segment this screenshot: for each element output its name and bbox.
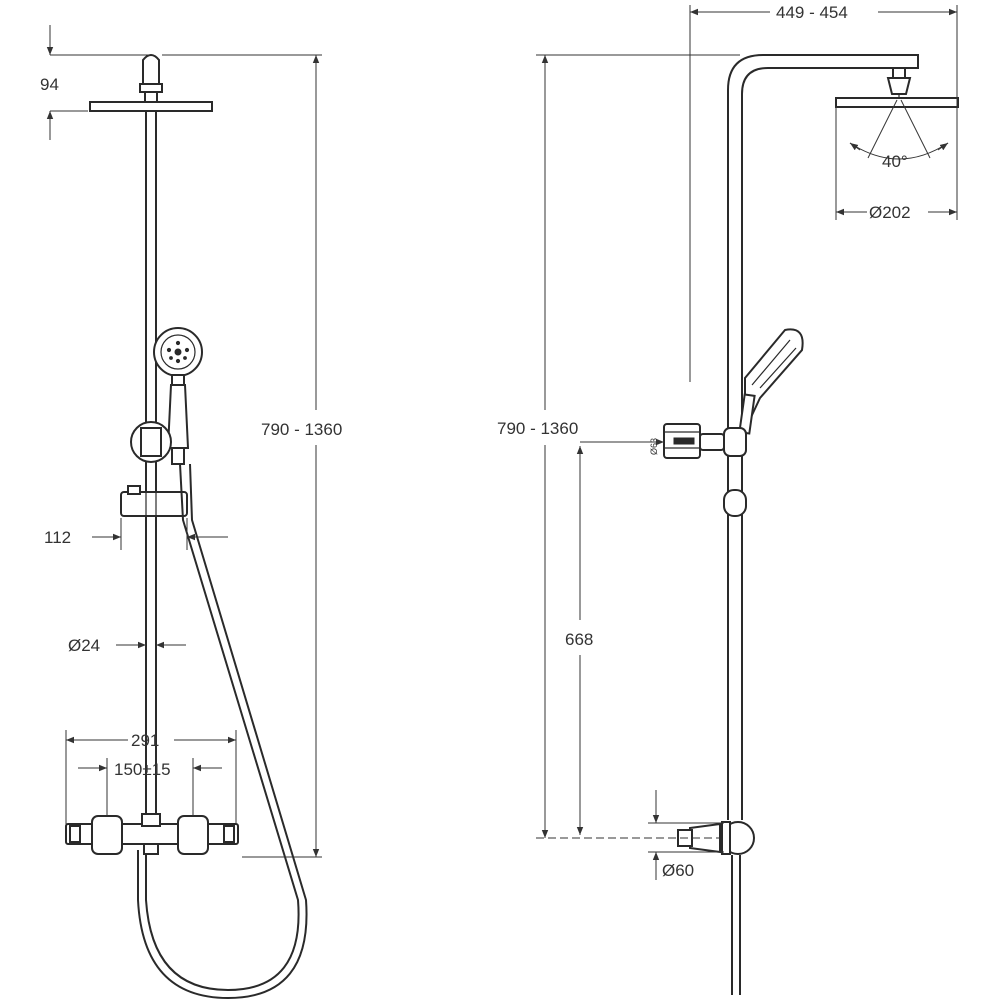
side-slider	[723, 489, 747, 517]
dim-holder-offset: 112	[44, 518, 228, 550]
dim-inlet-spacing: 150±15	[78, 758, 222, 816]
dim-total-height-front: 790 - 1360	[162, 54, 342, 858]
dim-mixer-width: 291	[65, 730, 237, 824]
slide-holder	[120, 485, 188, 517]
side-hand-shower	[738, 328, 804, 435]
side-wall-bracket: Ø63	[580, 423, 747, 459]
dim-bracket-height-label: 668	[565, 630, 593, 649]
riser-rail	[145, 111, 157, 835]
side-view: 40° Ø63	[497, 3, 959, 995]
dim-inlet-diameter-label: Ø60	[662, 861, 694, 880]
side-inlet-valve	[677, 821, 755, 855]
front-view: 94 790 - 1360 112 Ø24	[40, 25, 342, 999]
dim-head-height: 94	[40, 25, 150, 140]
dim-inlet-spacing-label: 150±15	[114, 760, 171, 779]
dim-total-height-side: 790 - 1360	[497, 54, 740, 839]
spray-angle-label: 40°	[882, 152, 908, 171]
dim-mixer-width-label: 291	[131, 731, 159, 750]
thermostatic-mixer	[65, 813, 239, 855]
overhead-shower-head	[89, 54, 213, 112]
dim-arm-projection-label: 449 - 454	[776, 3, 848, 22]
dim-inlet-diameter: Ø60	[648, 790, 724, 880]
side-riser-and-arm	[727, 54, 919, 995]
dim-total-height-front-label: 790 - 1360	[261, 420, 342, 439]
dim-total-height-side-label: 790 - 1360	[497, 419, 578, 438]
shower-hose	[137, 463, 308, 999]
hand-shower-bracket	[130, 421, 172, 463]
dim-rail-diameter-label: Ø24	[68, 636, 100, 655]
spray-angle: 40°	[849, 99, 949, 171]
side-overhead-head	[835, 67, 959, 108]
dim-holder-offset-label: 112	[44, 528, 71, 547]
dim-head-diameter: Ø202	[835, 107, 957, 222]
hand-shower	[153, 327, 203, 465]
dim-bracket-size-label: Ø63	[649, 438, 659, 455]
dim-rail-diameter: Ø24	[68, 636, 186, 655]
dim-head-height-label: 94	[40, 75, 59, 94]
dim-arm-projection: 449 - 454	[689, 3, 958, 382]
dim-bracket-height: 668	[565, 446, 593, 835]
dim-head-diameter-label: Ø202	[869, 203, 911, 222]
